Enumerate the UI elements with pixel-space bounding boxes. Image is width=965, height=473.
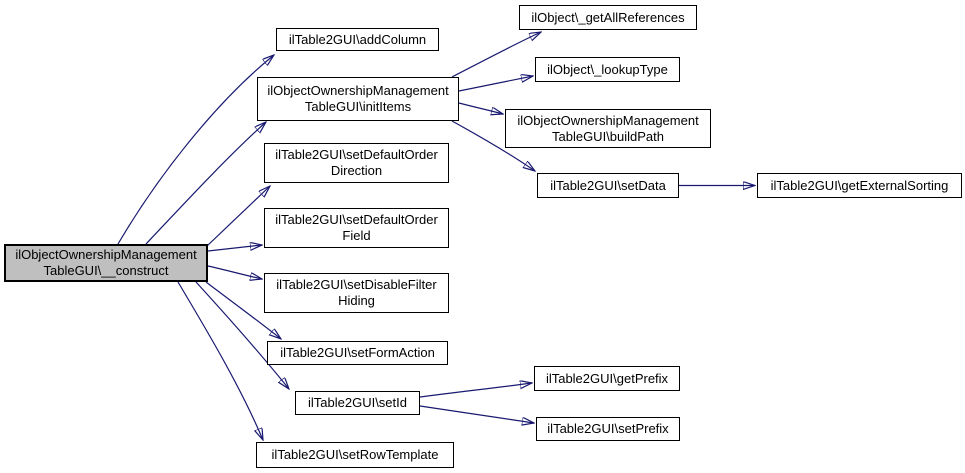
node-label: Direction <box>330 163 383 178</box>
node-addcolumn[interactable]: ilTable2GUI\addColumn <box>276 28 439 51</box>
node-setdisablefilterhiding[interactable]: ilTable2GUI\setDisableFilter Hiding <box>264 273 449 313</box>
edge-construct-setdisablefilterhiding <box>207 265 262 279</box>
node-label: TableGUI\buildPath <box>551 128 664 144</box>
node-label: ilTable2GUI\setDefaultOrder <box>275 212 438 227</box>
node-label: Hiding <box>338 293 375 308</box>
node-setid[interactable]: ilTable2GUI\setId <box>295 391 420 415</box>
edge-inititems-getallreferences <box>451 32 541 78</box>
edge-construct-inititems <box>145 122 266 245</box>
edge-setid-getprefix <box>419 383 532 398</box>
edge-construct-addcolumn <box>117 55 274 245</box>
node-label: TableGUI\__construct <box>43 263 169 278</box>
edge-construct-setdefaultorderdirection <box>205 186 270 248</box>
node-setdefaultorderdirection[interactable]: ilTable2GUI\setDefaultOrder Direction <box>264 143 449 183</box>
node-label: ilTable2GUI\setRowTemplate <box>271 447 439 462</box>
node-getallreferences[interactable]: ilObject\_getAllReferences <box>519 5 697 30</box>
node-inititems[interactable]: ilObjectOwnershipManagement TableGUI\ini… <box>257 77 459 121</box>
node-lookuptype[interactable]: ilObject\_lookupType <box>535 57 680 82</box>
node-label: ilObjectOwnershipManagement <box>267 83 449 98</box>
node-label: ilTable2GUI\setDisableFilter <box>276 277 437 292</box>
edge-inititems-buildpath <box>458 102 503 114</box>
node-buildpath[interactable]: ilObjectOwnershipManagement TableGUI\bui… <box>505 109 711 148</box>
node-setprefix[interactable]: ilTable2GUI\setPrefix <box>536 417 680 441</box>
node-setrowtemplate[interactable]: ilTable2GUI\setRowTemplate <box>256 442 454 468</box>
node-label: ilTable2GUI\setId <box>308 395 407 410</box>
node-label: ilObject\_lookupType <box>547 61 668 77</box>
node-setdata[interactable]: ilTable2GUI\setData <box>537 173 679 198</box>
node-setformaction[interactable]: ilTable2GUI\setFormAction <box>267 341 448 365</box>
edge-setid-setprefix <box>419 405 534 423</box>
node-setdefaultorderfield[interactable]: ilTable2GUI\setDefaultOrder Field <box>264 208 449 248</box>
node-label: ilTable2GUI\setPrefix <box>547 421 669 436</box>
node-getprefix[interactable]: ilTable2GUI\getPrefix <box>534 366 680 391</box>
node-label: ilTable2GUI\setData <box>550 177 666 193</box>
node-label: Field <box>342 228 371 243</box>
node-label: ilTable2GUI\setFormAction <box>280 345 435 360</box>
node-label: ilObjectOwnershipManagement <box>15 247 197 262</box>
node-label: ilTable2GUI\setDefaultOrder <box>275 147 438 162</box>
node-label: ilTable2GUI\getPrefix <box>545 370 669 386</box>
edge-construct-setrowtemplate <box>177 281 263 440</box>
node-label: ilTable2GUI\getExternalSorting <box>770 177 949 193</box>
node-label: ilObjectOwnershipManagement <box>517 112 699 128</box>
node-getexternalsorting[interactable]: ilTable2GUI\getExternalSorting <box>757 173 962 198</box>
node-construct: ilObjectOwnershipManagement TableGUI\__c… <box>4 244 208 282</box>
node-label: TableGUI\initItems <box>304 99 412 114</box>
node-label: ilObject\_getAllReferences <box>531 9 685 25</box>
node-label: ilTable2GUI\addColumn <box>288 31 427 47</box>
edge-construct-setdefaultorderfield <box>207 245 262 252</box>
edge-inititems-lookuptype <box>458 76 533 92</box>
